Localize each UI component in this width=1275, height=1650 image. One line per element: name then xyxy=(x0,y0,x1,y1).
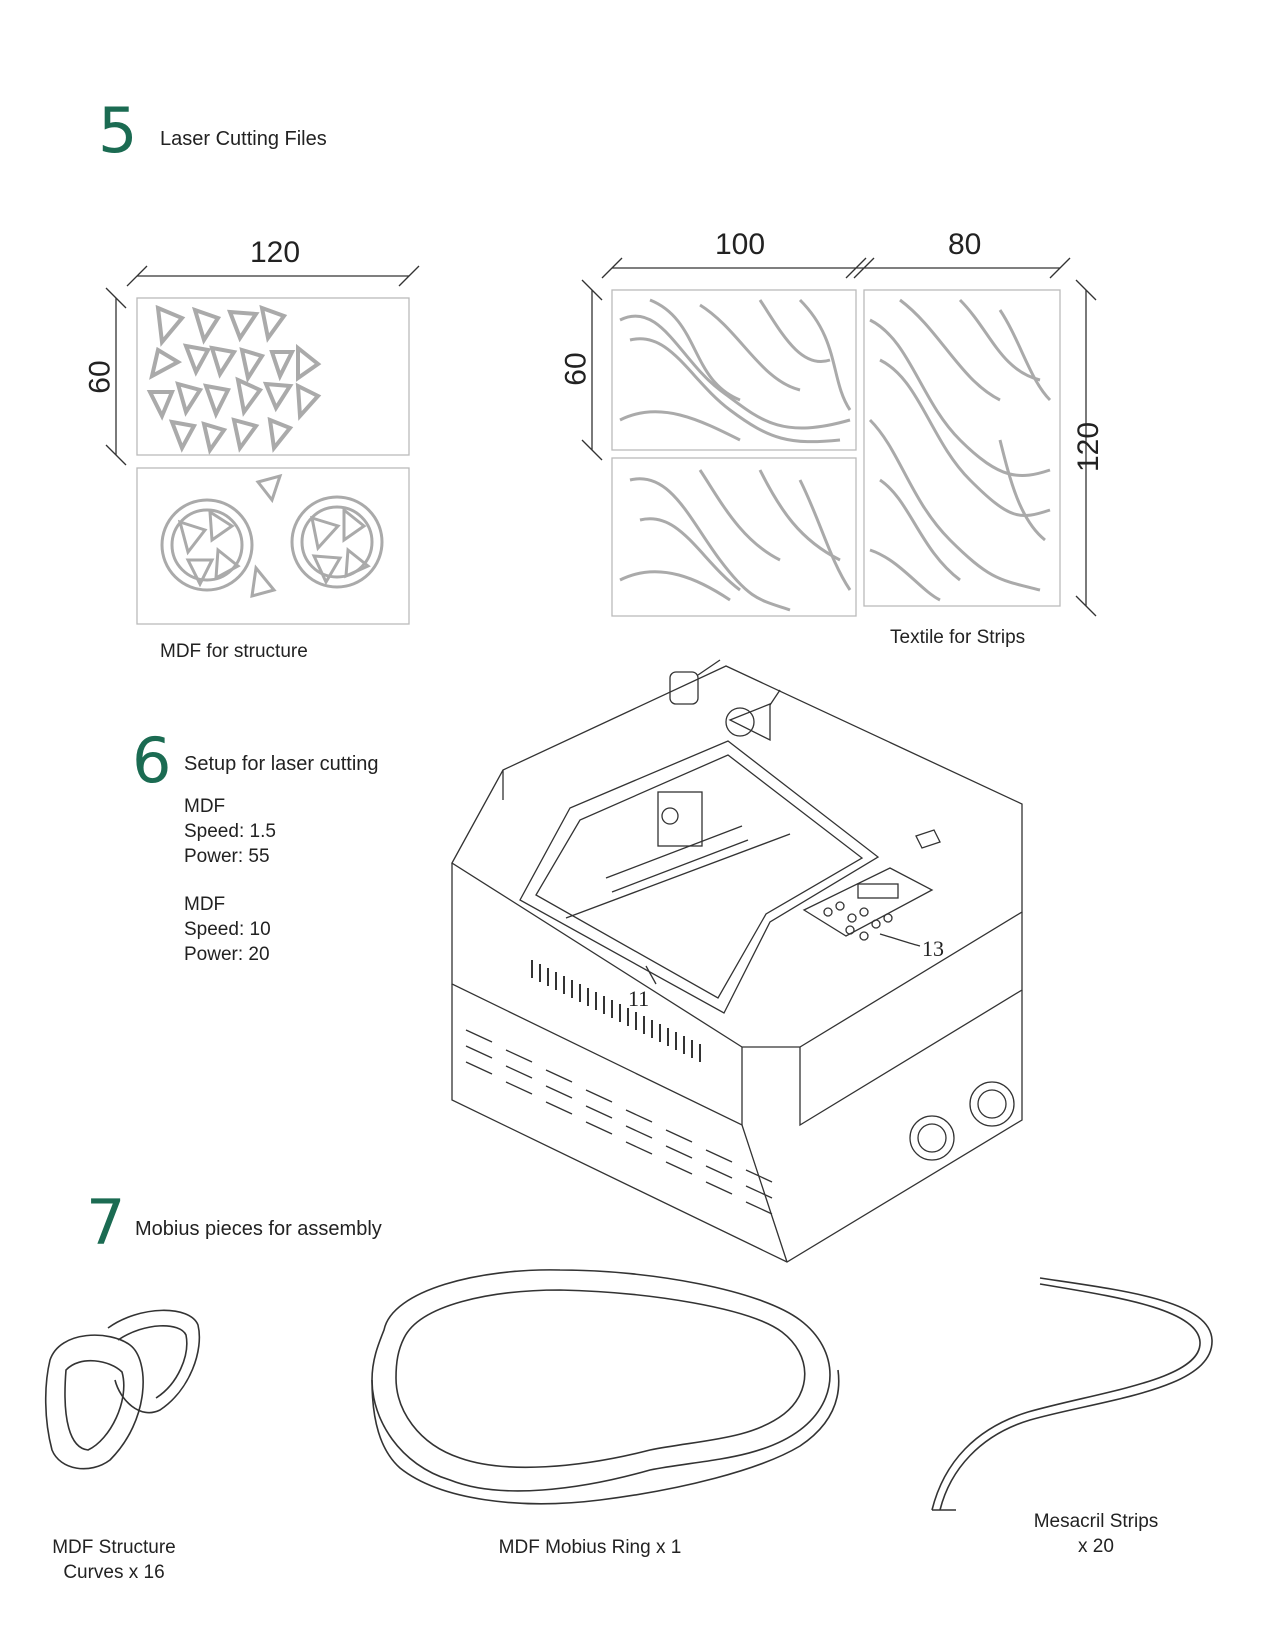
setup-1-speed: Speed: 1.5 xyxy=(184,821,276,842)
mobius-ring-illustration xyxy=(371,1269,840,1505)
setup-2-material: MDF xyxy=(184,894,226,915)
setup-block-2: MDF Speed: 10 Power: 20 xyxy=(184,892,271,967)
setup-block-1: MDF Speed: 1.5 Power: 55 xyxy=(184,794,276,869)
textile-width-b-label: 80 xyxy=(948,228,982,261)
piece-2-caption: MDF Mobius Ring x 1 xyxy=(480,1536,700,1561)
section-5-number: 5 xyxy=(98,94,138,167)
piece-2-line1: MDF Mobius Ring x 1 xyxy=(498,1537,682,1558)
textile-height-right-label: 120 xyxy=(1072,421,1106,473)
piece-1-line1: MDF Structure xyxy=(52,1537,176,1558)
setup-2-power: Power: 20 xyxy=(184,944,270,965)
piece-3-caption: Mesacril Strips x 20 xyxy=(1016,1510,1176,1559)
mdf-width-label: 120 xyxy=(250,236,301,269)
callout-13: 13 xyxy=(922,936,944,961)
piece-1-line2: Curves x 16 xyxy=(63,1561,165,1583)
setup-2-speed: Speed: 10 xyxy=(184,919,271,940)
section-6-number: 6 xyxy=(132,724,172,797)
piece-1-caption: MDF Structure Curves x 16 xyxy=(34,1536,194,1585)
section-5-title: Laser Cutting Files xyxy=(160,128,327,150)
section-7-title: Mobius pieces for assembly xyxy=(135,1218,382,1240)
callout-11: 11 xyxy=(628,986,650,1011)
piece-3-line2: x 20 xyxy=(1078,1535,1114,1557)
mesacril-strip-illustration xyxy=(931,1277,1213,1511)
section-6-title: Setup for laser cutting xyxy=(184,753,379,775)
setup-1-material: MDF xyxy=(184,796,226,817)
textile-height-left-label: 60 xyxy=(559,352,593,386)
setup-1-power: Power: 55 xyxy=(184,846,270,867)
section-7-number: 7 xyxy=(86,1186,126,1259)
textile-caption: Textile for Strips xyxy=(890,627,1026,648)
structure-curve-illustration xyxy=(44,1309,201,1470)
mdf-panels xyxy=(105,265,420,625)
textile-width-a-label: 100 xyxy=(715,228,766,261)
mdf-caption: MDF for structure xyxy=(160,641,308,662)
mdf-height-label: 60 xyxy=(83,360,117,394)
piece-3-line1: Mesacril Strips xyxy=(1033,1511,1159,1532)
laser-cutter-illustration xyxy=(451,659,1023,1263)
textile-panels xyxy=(581,257,1097,617)
